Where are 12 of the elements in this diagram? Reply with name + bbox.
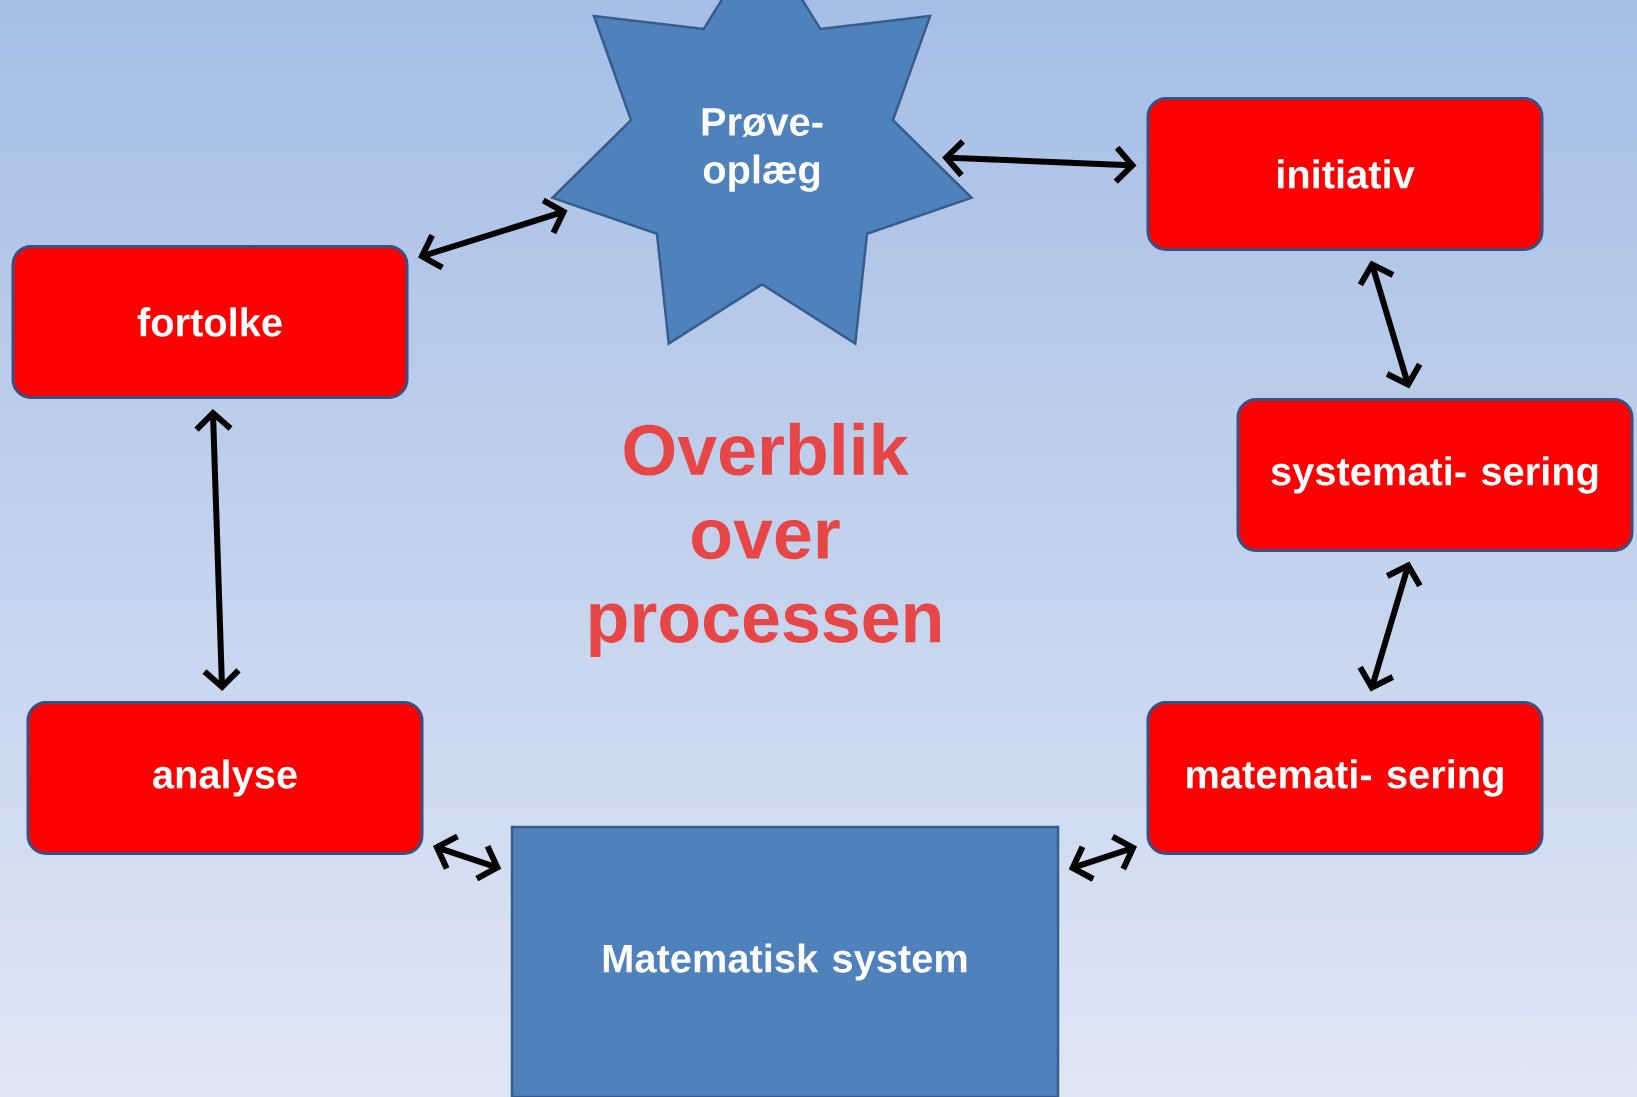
title-text: Overblik over processen [590,422,940,658]
process-box: Matematisk system [510,825,1060,1097]
process-box: analyse [26,701,424,855]
double-arrow [1357,561,1423,692]
process-box: systemati- sering [1236,398,1634,552]
process-box: fortolke [11,245,409,399]
double-arrow [942,139,1137,184]
double-arrow [1357,260,1423,389]
double-arrow [194,409,241,691]
process-box: matemati- sering [1146,701,1544,855]
double-arrow [418,197,568,271]
process-box: initiativ [1146,97,1544,251]
